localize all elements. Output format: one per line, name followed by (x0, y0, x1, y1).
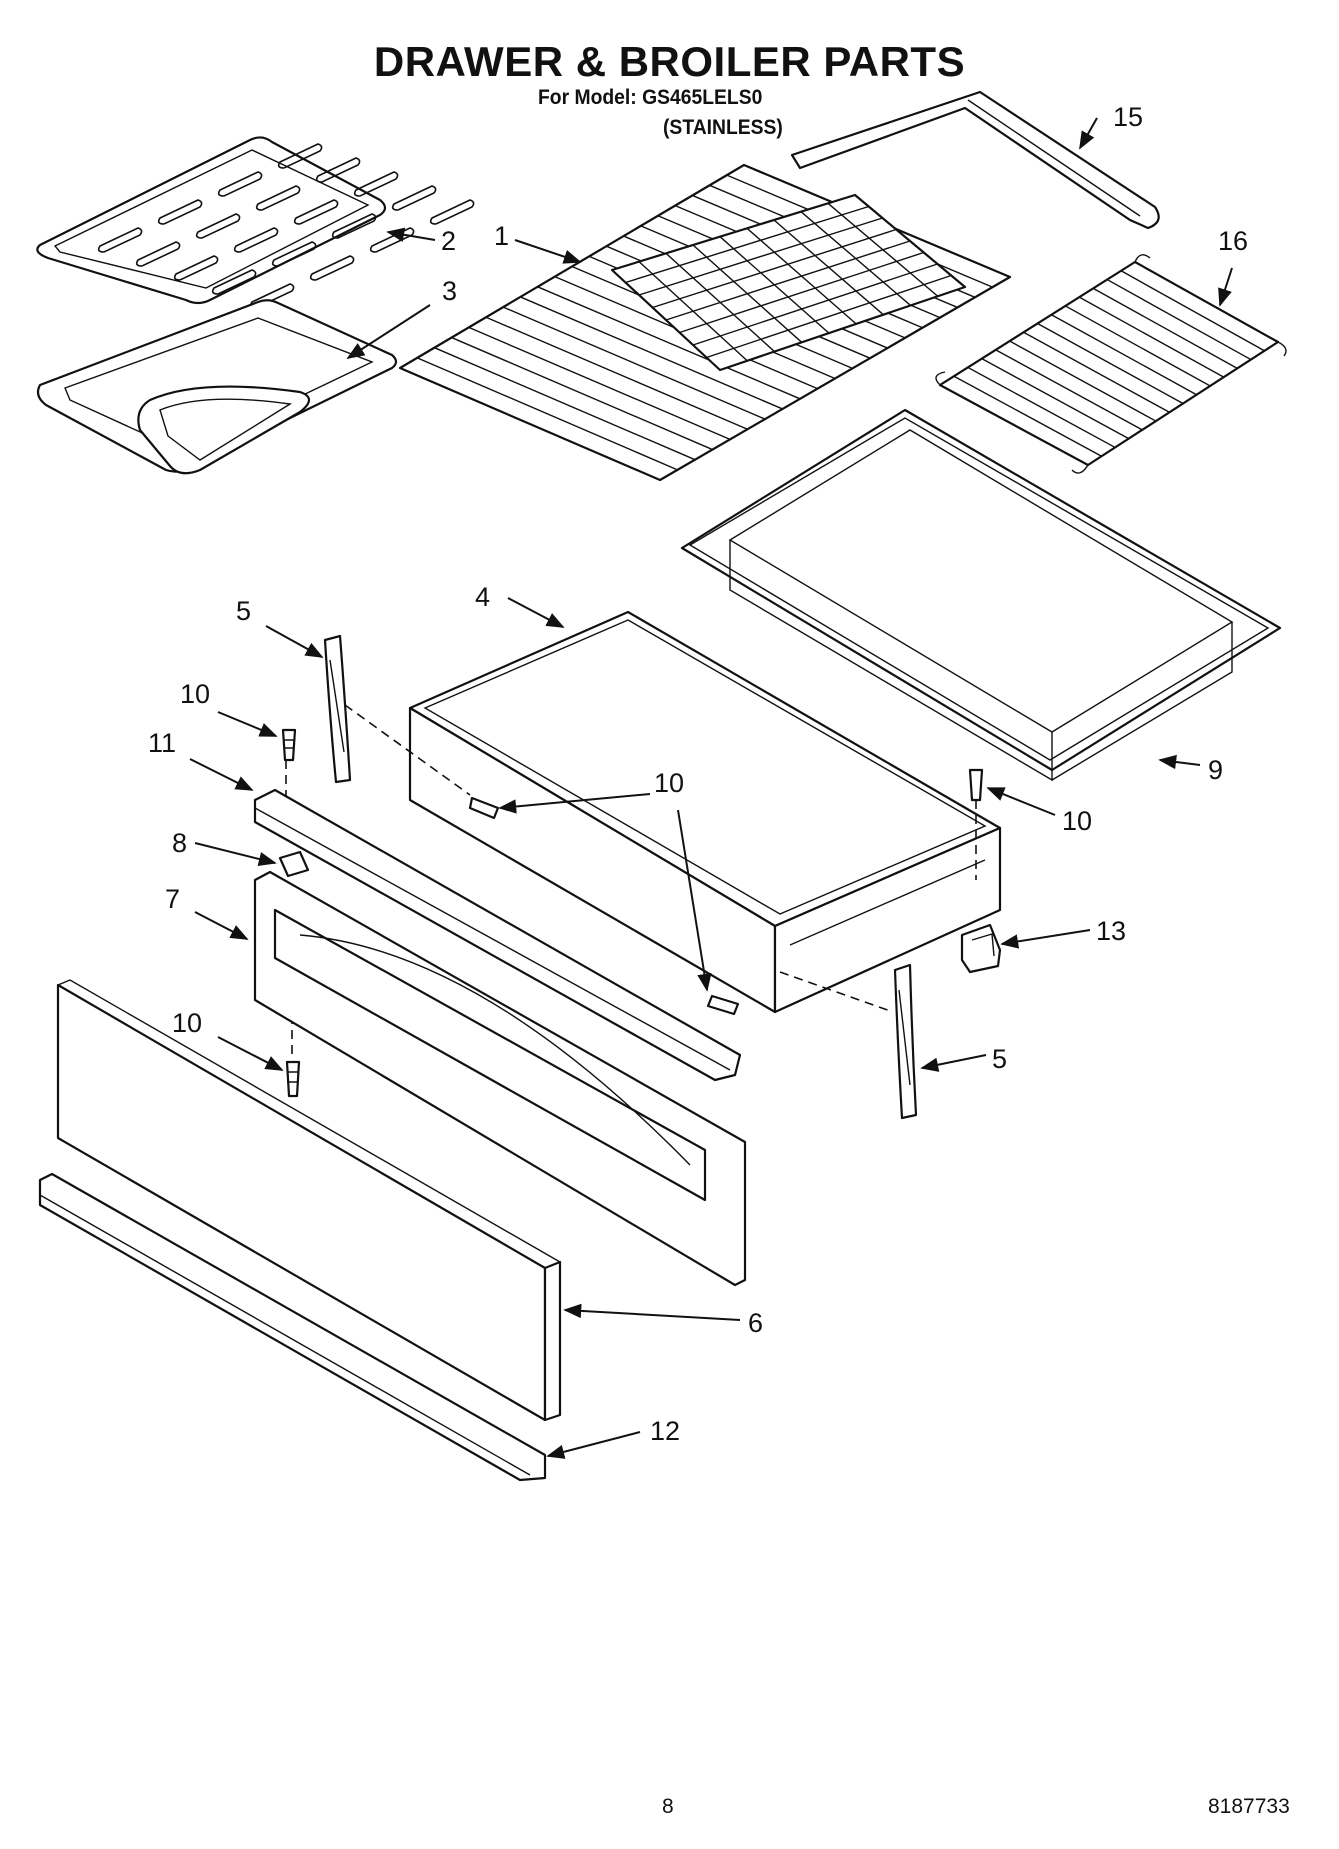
grid-slot (97, 227, 143, 253)
callout-7: 7 (165, 884, 180, 914)
grid-slot (391, 185, 437, 211)
wire-line (502, 306, 766, 420)
callout-13: 13 (1096, 916, 1126, 946)
leader-arrows (189, 117, 1233, 1459)
grid-slot (353, 171, 399, 197)
drawer-front-illustration (253, 870, 747, 1287)
wire-line (679, 251, 924, 334)
grid-slot (173, 255, 219, 281)
trim-strip-illustration (253, 788, 742, 1082)
wire-line (1037, 322, 1184, 405)
wire-line (953, 375, 1102, 457)
wire-line (468, 326, 731, 441)
callout-1: 1 (494, 221, 509, 251)
screw-10-handle (285, 1060, 301, 1098)
wire-line (981, 358, 1130, 440)
wire-line (537, 286, 801, 400)
callout-6: 6 (748, 1308, 763, 1338)
callout-10-handle: 10 (172, 1008, 202, 1038)
grid-slot (369, 227, 415, 253)
wire-line (665, 240, 911, 321)
wire-line (1106, 278, 1252, 361)
callout-12: 12 (650, 1416, 680, 1446)
screw-10-drawer-front (706, 994, 740, 1016)
grid-slot (217, 171, 263, 197)
grid-slot (195, 213, 241, 239)
grid-slot (293, 199, 339, 225)
wire-line (625, 205, 869, 284)
callout-2: 2 (441, 226, 456, 256)
callout-10-drawer: 10 (654, 768, 684, 798)
document-number: 8187733 (1208, 1795, 1290, 1818)
grid-slot (271, 241, 317, 267)
wire-line (1065, 305, 1211, 387)
grid-slot (331, 213, 377, 239)
callout-15: 15 (1113, 102, 1143, 132)
wire-line (485, 316, 748, 430)
broiler-rack-illustration (935, 254, 1287, 474)
screw-10-left-top (281, 728, 297, 762)
drawer-liner-illustration (680, 408, 1282, 782)
grid-slot (315, 157, 361, 183)
callout-3: 3 (442, 276, 457, 306)
wire-line (416, 357, 678, 471)
wire-line (520, 296, 783, 410)
page-title: DRAWER & BROILER PARTS (373, 38, 966, 85)
drawer-slide-left-illustration (323, 634, 352, 784)
callout-5-left: 5 (236, 596, 251, 626)
grid-slot (233, 227, 279, 253)
wire-line (1023, 331, 1170, 413)
page-number: 8 (662, 1795, 674, 1818)
screw-10-drawer-left (468, 796, 500, 820)
grid-slot (255, 185, 301, 211)
wire-line (1120, 270, 1265, 352)
model-finish: (STAINLESS) (663, 116, 783, 139)
grid-slot (309, 255, 355, 281)
callout-10-right: 10 (1062, 806, 1092, 836)
wire-line (1051, 314, 1197, 396)
wire-line (692, 263, 938, 346)
callout-8: 8 (172, 828, 187, 858)
drawer-slide-right-illustration (893, 963, 918, 1120)
wire-line (1092, 287, 1238, 369)
screw-10-right (968, 768, 984, 802)
wire-line (451, 336, 713, 451)
grid-slot (429, 199, 475, 225)
grid-slot (277, 143, 323, 169)
wire-line (652, 228, 897, 309)
model-number: For Model: GS465LELS0 (538, 86, 763, 109)
oven-rack-illustration (398, 163, 1012, 482)
callout-11: 11 (148, 728, 176, 758)
callout-9: 9 (1208, 755, 1223, 785)
wire-line (995, 349, 1143, 431)
callout-16: 16 (1218, 226, 1248, 256)
callout-4: 4 (475, 582, 490, 612)
wire-line (638, 217, 883, 296)
wire-line (1078, 296, 1225, 378)
drawer-body-illustration (408, 610, 1002, 1014)
grid-slot (211, 269, 257, 295)
bracket-illustration (960, 923, 1002, 974)
callout-5-right: 5 (992, 1044, 1007, 1074)
part-callouts: 1 2 3 4 5 10 11 8 7 10 10 10 9 13 5 6 12… (148, 102, 1248, 1446)
wire-line (434, 347, 696, 461)
callout-10-top-left: 10 (180, 679, 210, 709)
broiler-pan-illustration (36, 299, 398, 475)
rack-rail-illustration (790, 90, 1160, 230)
outer-panel-illustration (56, 979, 562, 1422)
wire-line (967, 366, 1116, 449)
broiler-grid-illustration (36, 136, 475, 309)
clip-illustration (278, 850, 310, 878)
grid-slot (157, 199, 203, 225)
bottom-trim-illustration (38, 1172, 547, 1482)
wire-line (1009, 340, 1157, 422)
grid-slot (135, 241, 181, 267)
wire-line (706, 274, 952, 359)
